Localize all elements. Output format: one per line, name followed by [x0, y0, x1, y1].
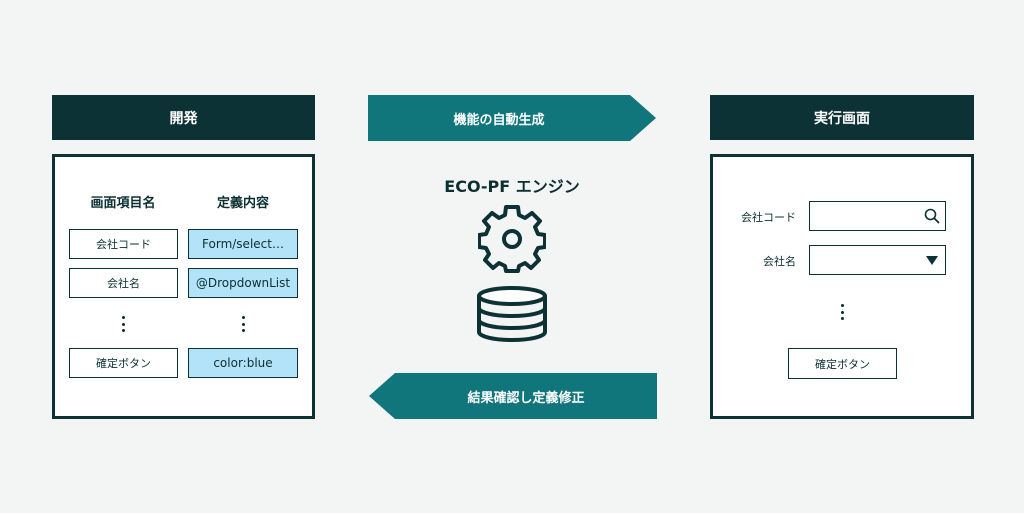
- company-name-select[interactable]: [809, 245, 946, 275]
- company-code-label: 会社コード: [741, 211, 796, 224]
- confirm-button[interactable]: 確定ボタン: [788, 348, 897, 379]
- search-icon[interactable]: [924, 208, 940, 224]
- item-name-cell: 確定ボタン: [69, 348, 178, 378]
- column-title-names: 画面項目名: [90, 196, 156, 211]
- company-name-label: 会社名: [763, 255, 796, 268]
- arrow-right-banner: [368, 95, 656, 141]
- dropdown-triangle-icon[interactable]: [926, 256, 938, 266]
- runtime-header-label: 実行画面: [814, 110, 870, 127]
- ellipsis-vertical-icon: [121, 316, 125, 332]
- definition-cell: color:blue: [188, 348, 298, 378]
- database-icon: [477, 286, 547, 342]
- dev-header-label: 開発: [169, 110, 198, 127]
- item-name-cell: 会社コード: [69, 229, 178, 259]
- gear-icon: [478, 205, 546, 273]
- column-title-definitions: 定義内容: [216, 196, 269, 211]
- auto-generate-label: 機能の自動生成: [453, 112, 545, 128]
- runtime-panel: [710, 154, 974, 419]
- feedback-label: 結果確認し定義修正: [467, 390, 585, 406]
- runtime-header: 実行画面: [710, 95, 974, 140]
- arrow-left-banner: [369, 373, 657, 419]
- company-code-input[interactable]: [809, 201, 946, 231]
- engine-title: ECO-PF エンジン: [444, 177, 580, 196]
- ellipsis-vertical-icon: [241, 316, 245, 332]
- ellipsis-vertical-icon: [840, 304, 844, 320]
- item-name-cell: 会社名: [69, 268, 178, 298]
- definition-cell: @DropdownList: [188, 268, 298, 298]
- definition-cell: Form/select…: [188, 229, 298, 259]
- dev-header: 開発: [52, 95, 315, 140]
